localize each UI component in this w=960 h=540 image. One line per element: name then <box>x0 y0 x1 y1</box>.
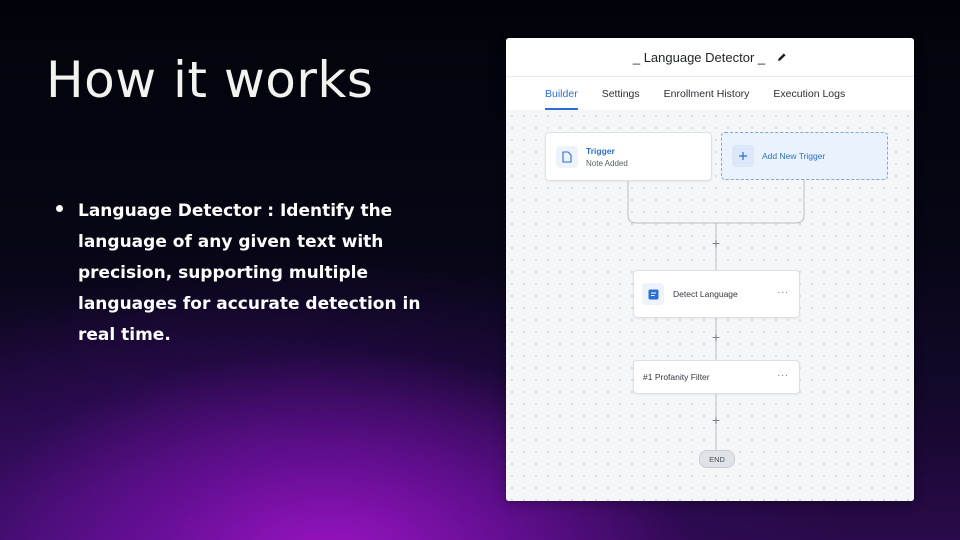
trigger-node[interactable]: Trigger Note Added <box>545 132 712 181</box>
workflow-title: _ Language Detector _ <box>632 49 766 65</box>
workflow-header: _ Language Detector _ <box>506 38 914 77</box>
note-icon <box>642 283 664 305</box>
connector-lines <box>627 180 805 450</box>
tab-settings[interactable]: Settings <box>601 88 640 100</box>
pencil-icon[interactable] <box>777 52 787 62</box>
plus-icon <box>732 145 754 167</box>
step-label: #1 Profanity Filter <box>643 372 710 382</box>
workflow-canvas[interactable]: Trigger Note Added Add New Trigger + Det… <box>506 110 914 501</box>
bullet-dot <box>56 205 63 212</box>
tab-builder[interactable]: Builder <box>545 88 578 110</box>
end-node: END <box>699 450 735 468</box>
bullet-item: Language Detector : Identify the languag… <box>56 196 436 351</box>
slide-title: How it works <box>46 51 374 109</box>
workflow-tabs: Builder Settings Enrollment History Exec… <box>506 77 914 111</box>
more-options-icon[interactable]: ··· <box>777 371 789 382</box>
step-profanity-filter[interactable]: #1 Profanity Filter ··· <box>633 360 800 394</box>
bullet-text: Language Detector : Identify the languag… <box>78 201 421 345</box>
add-step-button[interactable]: + <box>711 414 721 427</box>
more-options-icon[interactable]: ··· <box>777 288 789 299</box>
trigger-title: Trigger <box>586 145 615 156</box>
document-icon <box>556 145 578 168</box>
bullet-list: Language Detector : Identify the languag… <box>56 196 436 351</box>
add-new-trigger-button[interactable]: Add New Trigger <box>721 132 888 180</box>
step-detect-language[interactable]: Detect Language ··· <box>633 270 800 318</box>
workflow-builder-panel: _ Language Detector _ Builder Settings E… <box>506 38 914 501</box>
step-label: Detect Language <box>673 289 738 299</box>
tab-execution-logs[interactable]: Execution Logs <box>773 88 846 100</box>
add-step-button[interactable]: + <box>711 237 721 250</box>
trigger-subtitle: Note Added <box>586 158 628 168</box>
add-trigger-label: Add New Trigger <box>762 151 826 161</box>
add-step-button[interactable]: + <box>711 331 721 344</box>
tab-enrollment-history[interactable]: Enrollment History <box>663 88 750 100</box>
